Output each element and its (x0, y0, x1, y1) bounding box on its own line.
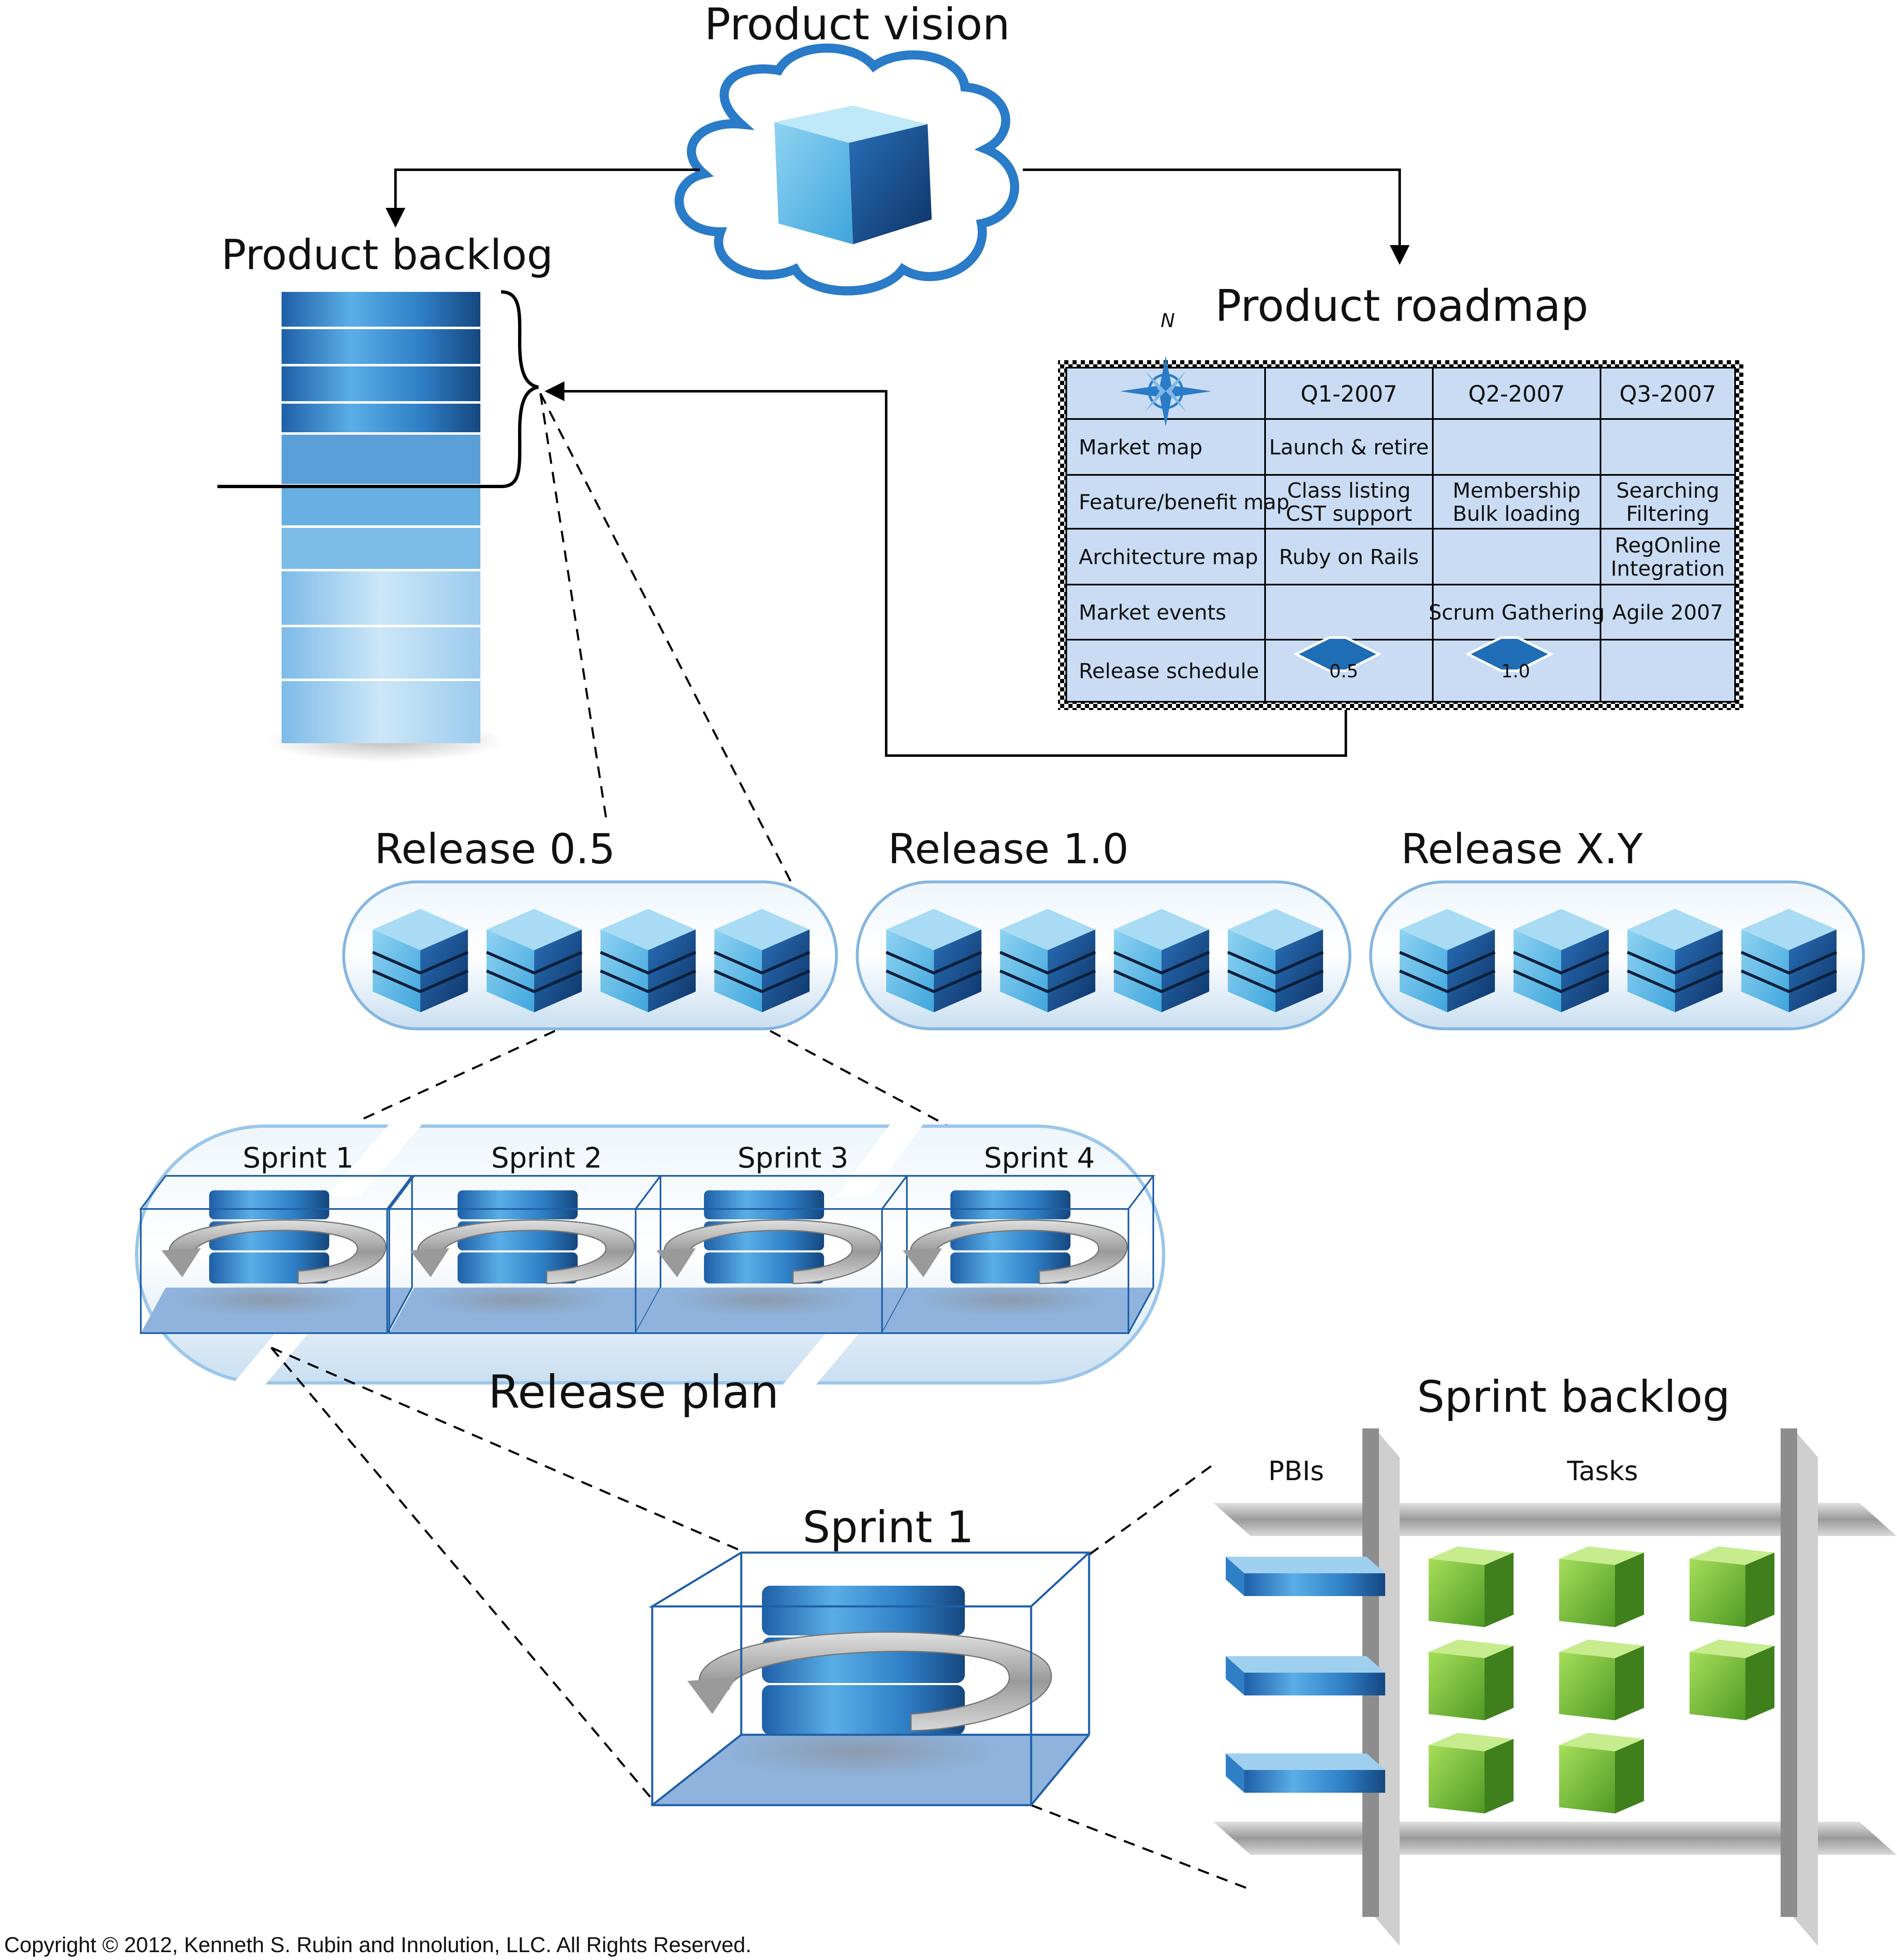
task-cube (1429, 1546, 1514, 1627)
iteration-arrow-icon (663, 1219, 882, 1284)
sprint-3: Sprint 3 (634, 1142, 909, 1334)
release-marker-label: 1.0 (1501, 661, 1530, 682)
sprint-pbi (1226, 1656, 1385, 1695)
pbi-cube (372, 909, 469, 1012)
sprint-pbi (1226, 1557, 1385, 1596)
sprint-title: Sprint 1 (243, 1142, 354, 1175)
task-cube (1690, 1640, 1774, 1720)
release-3: Release X.Y (1369, 825, 1865, 1031)
sprint-4: Sprint 4 (880, 1142, 1155, 1334)
task-cube (1690, 1546, 1774, 1627)
iteration-arrow-icon (910, 1219, 1128, 1284)
sprint-2: Sprint 2 (388, 1142, 662, 1334)
release-plan-title: Release plan (488, 1365, 779, 1418)
pbi-cube (1627, 909, 1723, 1012)
roadmap-cell-text: Bulk loading (1453, 502, 1581, 526)
roadmap-cell-text: Membership (1453, 479, 1581, 503)
roadmap-column-header: Q1-2007 (1301, 381, 1398, 407)
sprint-pbi (1226, 1753, 1385, 1793)
roadmap-to-backlog-arrow (545, 381, 1347, 757)
iteration-arrow-icon (417, 1219, 635, 1284)
roadmap-cell-text: Ruby on Rails (1279, 545, 1419, 569)
sprint-backlog-grid: PBIs Tasks (1213, 1428, 1897, 1946)
roadmap-cell-text: Class listing (1287, 479, 1410, 503)
backlog-brace (217, 290, 539, 488)
pbi-cube (600, 909, 697, 1012)
vision-cube-top (774, 106, 928, 143)
sprint-1: Sprint 1 (139, 1142, 414, 1334)
roadmap-column-header: Q3-2007 (1620, 381, 1716, 407)
roadmap-row-label: Market events (1079, 601, 1226, 625)
pbi-cube (486, 909, 583, 1012)
release-zoom-lines (355, 1030, 949, 1127)
release-title: Release 1.0 (888, 825, 1129, 873)
product-vision-cloud (675, 43, 1020, 296)
copyright-notice: Copyright © 2012, Kenneth S. Rubin and I… (4, 1933, 752, 1957)
tasks-label: Tasks (1567, 1456, 1638, 1487)
vision-cube-side (849, 124, 932, 244)
release-pill (1369, 880, 1865, 1031)
release-marker-label: 0.5 (1329, 661, 1358, 682)
iteration-arrow-icon (169, 1219, 387, 1284)
release-title: Release X.Y (1401, 825, 1643, 873)
roadmap-cell-text: RegOnline (1615, 534, 1721, 558)
roadmap-row-label: Release schedule (1079, 659, 1259, 683)
roadmap-cell-text: Filtering (1626, 502, 1709, 526)
roadmap-cell-text: Searching (1616, 479, 1719, 503)
roadmap-row-label: Architecture map (1079, 545, 1258, 569)
roadmap-cell-text: Agile 2007 (1613, 601, 1723, 625)
pbi-cube (1513, 909, 1610, 1012)
product-vision-title: Product vision (704, 0, 1010, 50)
release-marker-0.5: 0.5 (1293, 636, 1382, 682)
pbi-cube (999, 909, 1096, 1012)
roadmap-cell-text: Integration (1611, 557, 1725, 581)
vision-to-roadmap-arrow (1023, 169, 1410, 265)
vision-cube-front (774, 122, 853, 244)
roadmap-cell-text: CST support (1286, 502, 1412, 526)
sprint-title: Sprint 4 (984, 1142, 1095, 1175)
vision-to-backlog-arrow (386, 169, 700, 228)
pbi-cube (1740, 909, 1837, 1012)
sprint-title: Sprint 3 (738, 1142, 848, 1175)
pbi-cube (1113, 909, 1210, 1012)
release-pill (342, 880, 838, 1031)
product-backlog-stack (265, 292, 505, 762)
sprint-title: Sprint 2 (491, 1142, 602, 1175)
roadmap-cell-text: Launch & retire (1269, 436, 1429, 460)
pbi-cube (1227, 909, 1324, 1012)
pbi-cube (1399, 909, 1496, 1012)
backlog-zoom-lines (539, 392, 792, 883)
task-cube (1559, 1546, 1644, 1627)
sprint-zoom-lines (270, 1346, 1247, 1889)
pbi-cube (713, 909, 810, 1012)
task-cube (1429, 1733, 1514, 1813)
release-pill (856, 880, 1352, 1031)
pbi-cube (885, 909, 982, 1012)
roadmap-row-label: Market map (1079, 436, 1203, 460)
release-1: Release 0.5 (342, 825, 838, 1031)
release-marker-1.0: 1.0 (1465, 636, 1554, 682)
compass-icon (1120, 356, 1211, 426)
sprint-backlog-title: Sprint backlog (1417, 1372, 1730, 1422)
pbis-label: PBIs (1268, 1456, 1324, 1487)
roadmap-row-label: Feature/benefit map (1079, 490, 1290, 514)
sprint-detail-box (648, 1551, 1092, 1806)
compass-label: N (1161, 309, 1175, 332)
task-cube (1429, 1640, 1514, 1720)
roadmap-column-header: Q2-2007 (1468, 381, 1565, 407)
roadmap-cell-text: Scrum Gathering (1429, 601, 1605, 625)
task-cube (1559, 1733, 1644, 1813)
product-roadmap-title: Product roadmap (1215, 281, 1588, 331)
sprint-detail-title: Sprint 1 (803, 1502, 974, 1553)
release-title: Release 0.5 (374, 825, 615, 873)
product-backlog-title: Product backlog (221, 231, 553, 279)
release-2: Release 1.0 (856, 825, 1352, 1031)
task-cube (1559, 1640, 1644, 1720)
